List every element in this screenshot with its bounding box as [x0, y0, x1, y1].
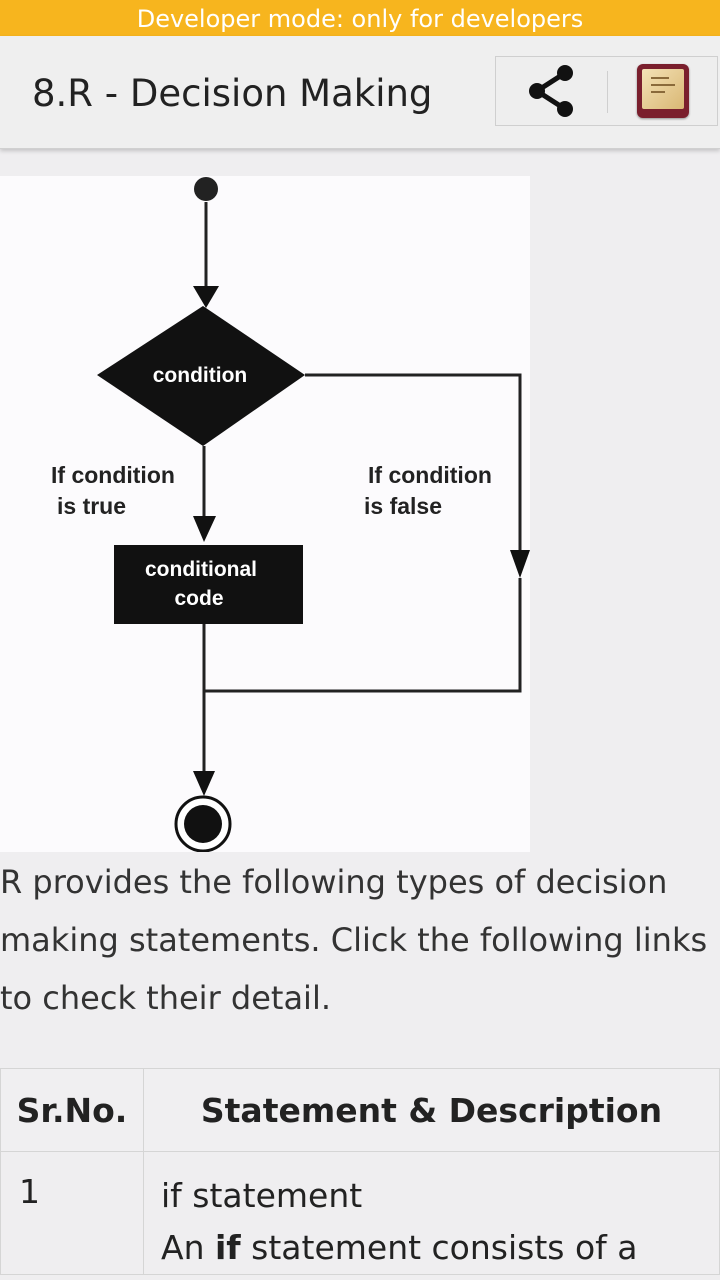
arrow-head	[193, 516, 216, 542]
true-label-line2: is true	[57, 493, 126, 519]
arrow-head	[510, 550, 530, 578]
row-statement[interactable]: if statement An if statement consists of…	[143, 1151, 720, 1275]
false-path-line	[305, 373, 522, 558]
table-header-row: Sr.No. Statement & Description	[0, 1068, 720, 1152]
start-node	[194, 177, 218, 201]
false-label-line1: If condition	[368, 462, 492, 488]
action-group	[495, 56, 718, 126]
process-label-line2: code	[174, 587, 223, 610]
end-node-core	[184, 805, 222, 843]
page-title: 8.R - Decision Making	[32, 72, 433, 115]
row-number: 1	[0, 1151, 144, 1275]
arrow-head	[193, 286, 219, 308]
true-label-line1: If condition	[51, 462, 175, 488]
process-box	[114, 545, 303, 624]
book-icon	[637, 64, 689, 118]
arrow-head	[193, 771, 215, 796]
intro-paragraph: R provides the following types of decisi…	[0, 863, 708, 1017]
action-divider	[607, 71, 608, 113]
decision-flowchart: condition If condition is true If condit…	[0, 176, 530, 852]
statement-description: An if statement consists of a	[161, 1228, 638, 1267]
developer-mode-banner: Developer mode: only for developers	[0, 0, 720, 36]
decision-label: condition	[153, 364, 247, 387]
column-header: Sr.No.	[0, 1068, 144, 1152]
decision-diamond	[97, 306, 305, 446]
bookmark-button[interactable]	[608, 57, 718, 125]
share-icon	[529, 65, 573, 117]
app-bar: 8.R - Decision Making	[0, 36, 720, 149]
table-row[interactable]: 1 if statement An if statement consists …	[0, 1151, 720, 1275]
column-header: Statement & Description	[143, 1068, 720, 1152]
share-button[interactable]	[496, 57, 606, 125]
process-label-line1: conditional	[145, 558, 257, 581]
statement-link[interactable]: if statement	[161, 1176, 363, 1215]
false-return-line	[204, 578, 522, 693]
false-label-line2: is false	[364, 493, 442, 519]
statements-table: Sr.No. Statement & Description 1 if stat…	[0, 1068, 720, 1275]
